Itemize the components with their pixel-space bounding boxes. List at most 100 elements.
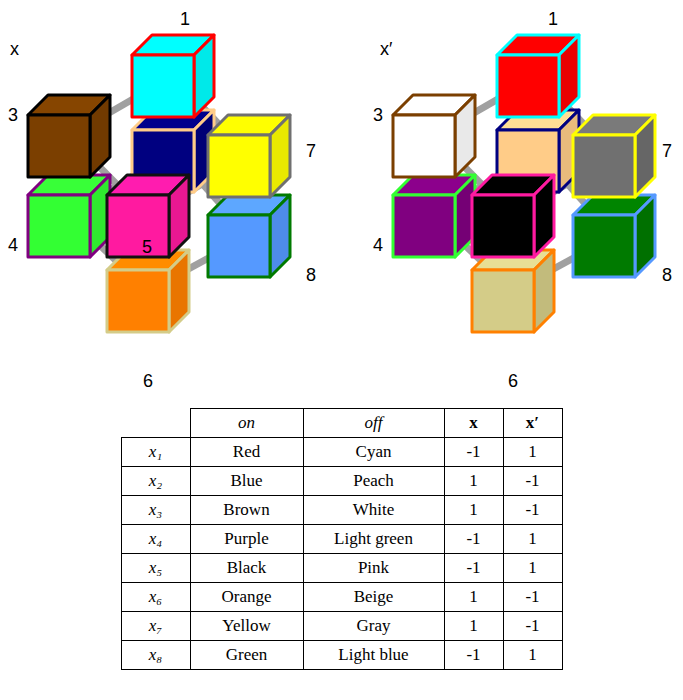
table-text: x₃	[149, 500, 162, 519]
cube-side	[270, 195, 290, 277]
table-text: 1	[469, 471, 478, 490]
cube-side	[270, 115, 290, 197]
table-cell: Light blue	[303, 641, 444, 670]
table-cell: x′	[503, 409, 562, 438]
cube	[132, 35, 214, 117]
table-cell: Pink	[303, 554, 444, 583]
cube	[107, 175, 189, 257]
cube-front	[208, 135, 270, 197]
table-text: -1	[466, 558, 480, 577]
cube-side	[559, 35, 579, 117]
table-cell: x₄	[121, 525, 190, 554]
callout-number: 7	[306, 142, 316, 160]
table-text: 1	[528, 645, 537, 664]
table-text: 1	[528, 558, 537, 577]
table-text: x′	[526, 413, 539, 432]
table-text: Brown	[223, 500, 269, 519]
table-row: x₃BrownWhite1-1	[121, 496, 562, 525]
cube-side	[635, 195, 655, 277]
table-text: 1	[469, 616, 478, 635]
table-cell: -1	[503, 612, 562, 641]
table-text: Yellow	[222, 616, 270, 635]
table-text: x₇	[149, 616, 162, 635]
table-text: White	[353, 500, 395, 519]
cube	[472, 175, 554, 257]
table-cell: -1	[444, 525, 503, 554]
table-text: Beige	[354, 587, 394, 606]
table-text: Green	[226, 645, 268, 664]
table-cell: 1	[503, 525, 562, 554]
table-row: x₇ Yellow Gray 1 -1	[121, 612, 562, 641]
table-cell: -1	[444, 641, 503, 670]
table-text: x₈	[149, 645, 162, 664]
cube-side	[169, 175, 189, 257]
table-cell: Yellow	[190, 612, 303, 641]
cube-side	[90, 95, 110, 177]
table-cell: Light green	[303, 525, 444, 554]
cube	[208, 195, 290, 277]
table-text: -1	[525, 587, 539, 606]
table-row: x₈ Green Light blue -1 1	[121, 641, 562, 670]
callout-number: 3	[373, 106, 383, 124]
table-text: Red	[233, 442, 260, 461]
cube-front	[573, 135, 635, 197]
table-cell: on	[190, 409, 303, 438]
table-row: x₄Purple Light green -1 1	[121, 525, 562, 554]
cube	[107, 250, 189, 332]
table-cell: Green	[190, 641, 303, 670]
table-cell: -1	[503, 496, 562, 525]
table-cell	[121, 409, 190, 438]
cube-front	[393, 195, 455, 257]
table-cell: Peach	[303, 467, 444, 496]
table-text: Blue	[230, 471, 262, 490]
callout-number: 8	[662, 266, 672, 284]
cube-front	[132, 55, 194, 117]
table-text: -1	[466, 529, 480, 548]
callout-number: 4	[373, 236, 383, 254]
cube-side	[169, 250, 189, 332]
table-text: x₆	[149, 587, 162, 606]
table-cell: -1	[444, 438, 503, 467]
cube-illustration	[0, 0, 683, 400]
cube	[28, 95, 110, 177]
cube-front	[393, 115, 455, 177]
cube-front	[472, 195, 534, 257]
table-text: Light blue	[338, 645, 408, 664]
table-cell: -1	[444, 554, 503, 583]
cube-front	[497, 55, 559, 117]
table-cell: Black	[190, 554, 303, 583]
callout-number: 6	[143, 372, 153, 390]
cube	[573, 195, 655, 277]
table-text: x	[469, 413, 478, 432]
table-text: Gray	[357, 616, 391, 635]
table-cell: x₈	[121, 641, 190, 670]
table-text: Peach	[353, 471, 394, 490]
callout-number: 7	[662, 142, 672, 160]
table-text: x₁	[149, 442, 162, 461]
cube	[28, 175, 110, 257]
table-text: 1	[469, 587, 478, 606]
table-text: Cyan	[356, 442, 392, 461]
table-text: Orange	[221, 587, 271, 606]
figure-label: x	[10, 40, 19, 58]
cube-front	[28, 115, 90, 177]
table-text: Black	[227, 558, 267, 577]
callout-number: 1	[180, 10, 190, 28]
cube	[573, 115, 655, 197]
table-cell: Orange	[190, 583, 303, 612]
table-cell: 1	[503, 641, 562, 670]
table-text: 1	[528, 529, 537, 548]
table-cell: x	[444, 409, 503, 438]
cube-front	[107, 195, 169, 257]
callout-number: 4	[8, 236, 18, 254]
table-text: Light green	[334, 529, 413, 548]
table-cell: x₂	[121, 467, 190, 496]
state-table: onoffxx′x₁RedCyan-11x₂BluePeach1-1x₃Brow…	[121, 408, 563, 670]
table-cell: x₅	[121, 554, 190, 583]
table-cell: Cyan	[303, 438, 444, 467]
cube-front	[28, 195, 90, 257]
table-cell: Purple	[190, 525, 303, 554]
table-cell: x₃	[121, 496, 190, 525]
table-text: x₂	[149, 471, 162, 490]
